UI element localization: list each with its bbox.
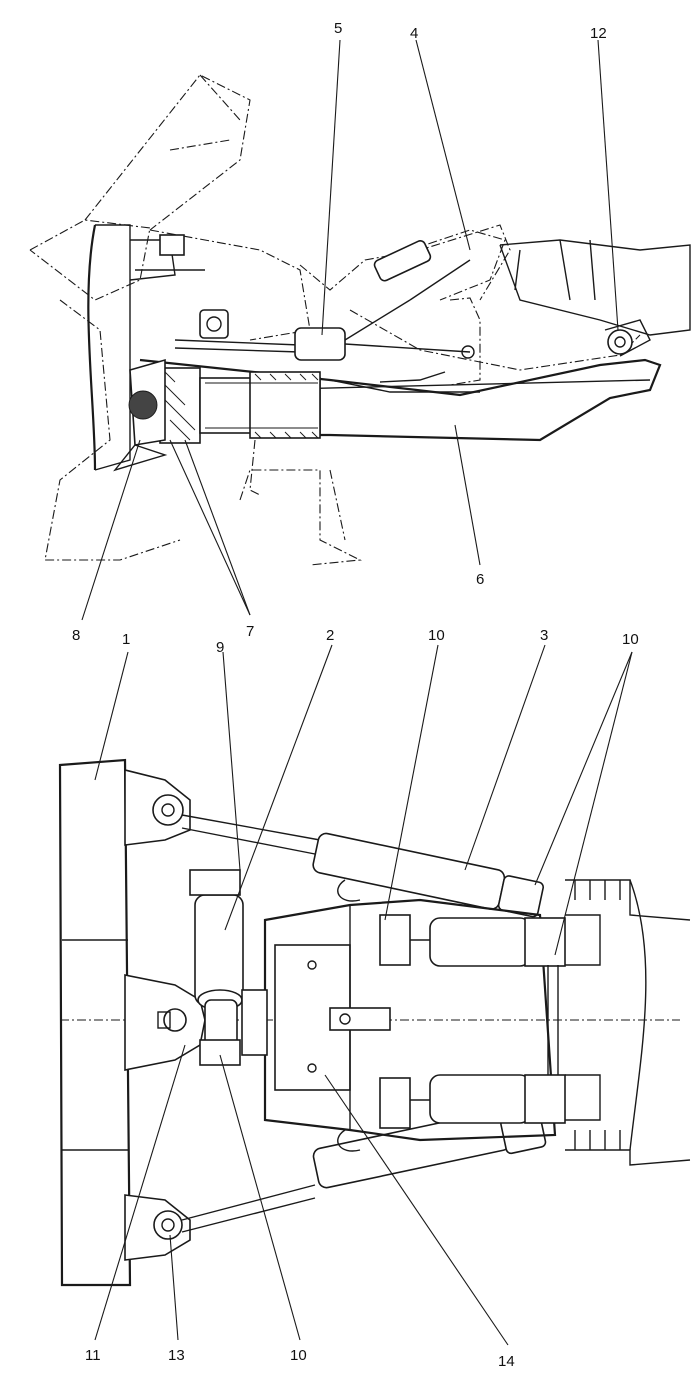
label-10-right: 10: [622, 631, 639, 648]
label-10-upper: 10: [428, 627, 445, 644]
top-side-view: 5 4 12 6 8 7: [29, 20, 691, 644]
label-14: 14: [498, 1353, 515, 1370]
label-12: 12: [590, 25, 607, 42]
label-8: 8: [72, 627, 80, 644]
label-9: 9: [216, 639, 224, 656]
label-7: 7: [246, 623, 254, 640]
label-5: 5: [334, 20, 342, 37]
label-3: 3: [540, 627, 548, 644]
label-1: 1: [122, 631, 130, 648]
label-2: 2: [326, 627, 334, 644]
label-13: 13: [168, 1347, 185, 1364]
label-10-lower: 10: [290, 1347, 307, 1364]
label-11: 11: [85, 1347, 101, 1364]
label-4: 4: [410, 25, 418, 42]
label-6: 6: [476, 571, 484, 588]
bottom-plan-view: 1 9 2 10 3 10 11 13 10 14: [58, 627, 691, 1370]
